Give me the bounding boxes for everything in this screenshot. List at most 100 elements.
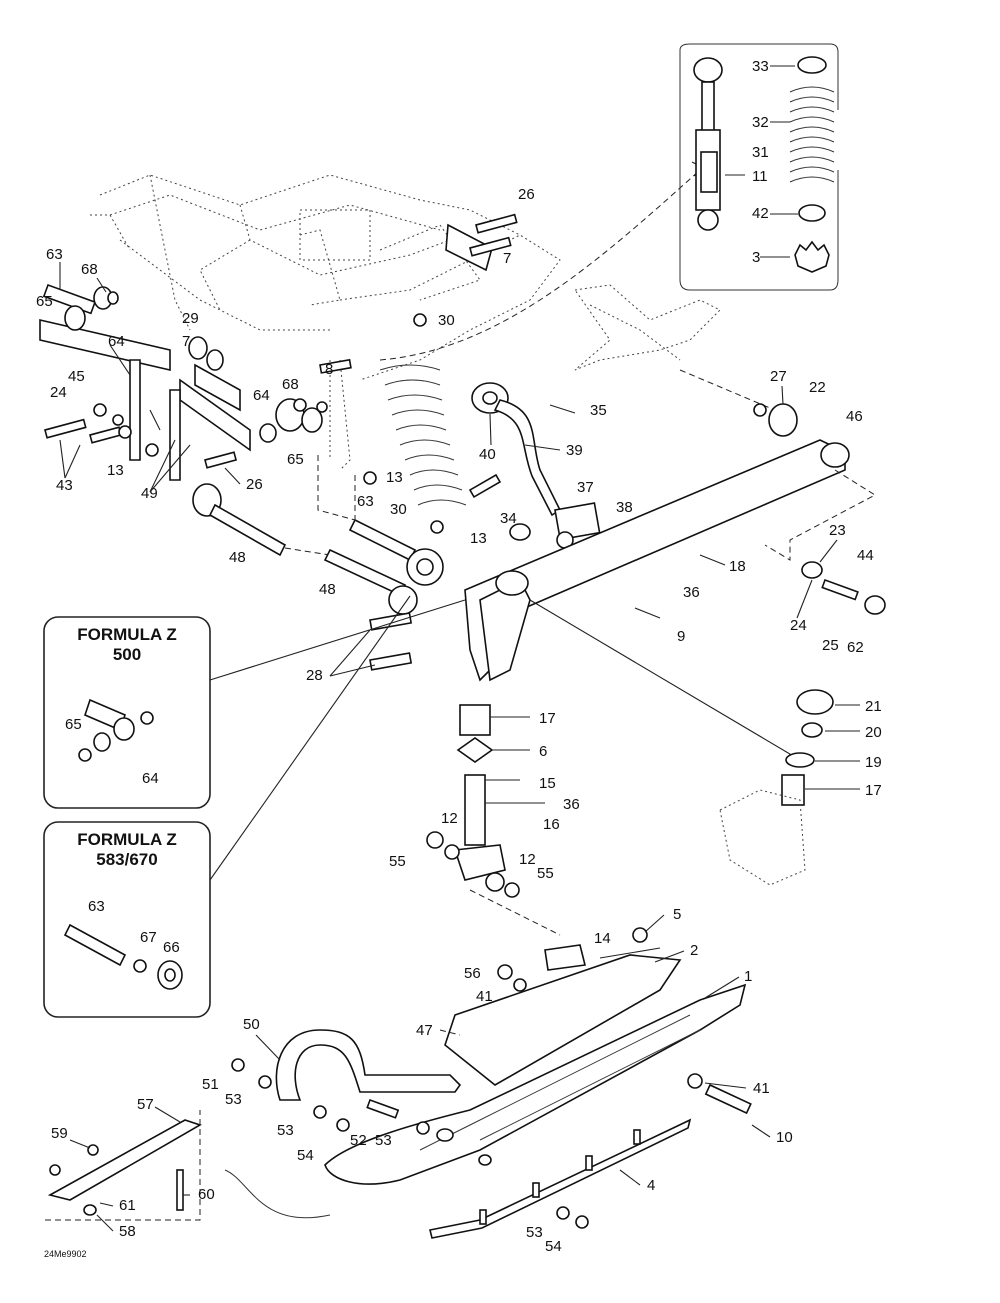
callout: 38 [616,499,633,516]
callout: 40 [479,446,496,463]
callout: 46 [846,408,863,425]
callout: 14 [594,930,611,947]
callout: 27 [770,368,787,385]
callout: 63 [46,246,63,263]
callout: 57 [137,1096,154,1113]
callout: 35 [590,402,607,419]
callout-labels: 33 32 31 11 42 3 26 7 63 68 65 64 29 7 3… [36,58,882,1255]
callout: 29 [182,310,199,327]
inset-formula-z-583-670: FORMULA Z 583/670 [43,821,211,1018]
leader-lines [59,65,838,1232]
callout: 64 [142,770,159,787]
inset-a-title-line1: FORMULA Z [77,625,176,644]
callout: 13 [470,530,487,547]
inset-b-title-line2: 583/670 [96,850,157,869]
callout: 65 [36,293,53,310]
callout: 47 [416,1022,433,1039]
callout: 65 [287,451,304,468]
callout: 55 [389,853,406,870]
callout: 63 [88,898,105,915]
callout: 1 [744,968,752,985]
callout: 17 [539,710,556,727]
callout: 18 [729,558,746,575]
callout: 28 [306,667,323,684]
callout: 5 [673,906,681,923]
callout: 44 [857,547,874,564]
callout: 26 [518,186,535,203]
callout: 42 [752,205,769,222]
callout: 17 [865,782,882,799]
diagram-id: 24Me9902 [44,1249,87,1259]
callout: 41 [476,988,493,1005]
frame-chassis [90,174,561,471]
callout: 8 [325,361,333,378]
callout: 36 [563,796,580,813]
callout: 16 [543,816,560,833]
bracket-arms-group [39,213,518,671]
callout: 39 [566,442,583,459]
inset-b-title-line1: FORMULA Z [77,830,176,849]
callout: 6 [539,743,547,760]
callout: 63 [357,493,374,510]
callout: 9 [677,628,685,645]
callout: 25 [822,637,839,654]
callout: 67 [140,929,157,946]
callout: 32 [752,114,769,131]
callout: 61 [119,1197,136,1214]
callout: 33 [752,58,769,75]
callout: 65 [65,716,82,733]
callout: 7 [182,333,190,350]
callout: 26 [246,476,263,493]
callout: 54 [297,1147,314,1164]
callout: 24 [790,617,807,634]
callout: 13 [386,469,403,486]
callout: 53 [225,1091,242,1108]
callout: 7 [503,250,511,267]
callout: 12 [441,810,458,827]
callout: 52 [350,1132,367,1149]
callout: 43 [56,477,73,494]
callout: 45 [68,368,85,385]
callout: 13 [107,462,124,479]
callout: 53 [277,1122,294,1139]
callout: 11 [752,168,768,185]
callout: 30 [390,501,407,518]
callout: 21 [865,698,882,715]
callout: 53 [526,1224,543,1241]
callout: 36 [683,584,700,601]
callout: 54 [545,1238,562,1255]
callout: 23 [829,522,846,539]
callout: 66 [163,939,180,956]
callout: 2 [690,942,698,959]
callout: 48 [229,549,246,566]
callout: 4 [647,1177,655,1194]
callout: 20 [865,724,882,741]
callout: 22 [809,379,826,396]
callout: 51 [202,1076,219,1093]
inset-formula-z-500: FORMULA Z 500 [43,616,211,809]
callout: 60 [198,1186,215,1203]
ski-group [45,927,752,1239]
callout: 68 [282,376,299,393]
shock-assembly-group [679,43,839,291]
callout: 15 [539,775,556,792]
callout: 53 [375,1132,392,1149]
callout: 64 [108,333,125,350]
spindle-group [209,595,860,936]
callout: 62 [847,639,864,656]
callout: 34 [500,510,517,527]
callout: 49 [141,485,158,502]
callout: 64 [253,387,270,404]
callout: 58 [119,1223,136,1240]
callout: 19 [865,754,882,771]
callout: 10 [776,1129,793,1146]
callout: 31 [752,144,769,161]
callout: 50 [243,1016,260,1033]
callout: 55 [537,865,554,882]
callout: 30 [438,312,455,329]
inset-a-title-line2: 500 [113,645,141,664]
callout: 56 [464,965,481,982]
callout: 37 [577,479,594,496]
callout: 59 [51,1125,68,1142]
